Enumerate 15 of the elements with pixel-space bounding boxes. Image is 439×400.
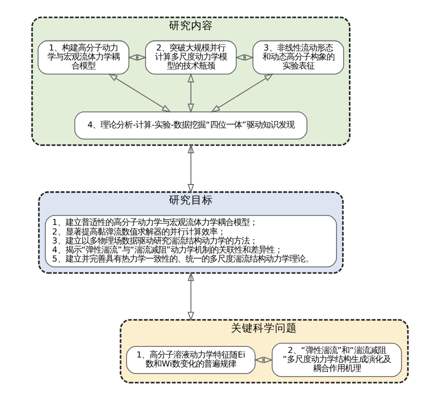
node-box: 1、建立普适性的高分子动力学与宏观流体力学耦合模型； 2、显著提高黏弹流数值求解器的并行计算效率； 3、建立以多物理场数据驱动研究湍流结构动力学的方法； 4、揭示“弹性湍流”与“湍流减阻”动力学机制的关联性和差异性； 5、建立并完善具有热力学一致性的、统一的多尺度湍流结构动力学理论。: [44, 215, 336, 268]
node-box: 4、理论分析-计算-实验-数据挖掘“四位一体”驱动知识发现: [74, 112, 307, 140]
arrow: [127, 54, 146, 61]
arrow: [108, 73, 171, 113]
arrow: [187, 144, 194, 194]
node-box: 1、构建高分子动力学与宏观流体力学耦合模型: [37, 40, 129, 74]
arrow: [187, 272, 194, 322]
node-box: 3、非线性流动形态和动态高分子构象的实验表征: [252, 40, 344, 74]
arrow: [234, 54, 254, 61]
arrow: [187, 72, 194, 114]
arrow: [210, 73, 274, 113]
node-box: 1、高分子溶液动力学特征随Ei数和Wi数变化的普遍规律: [126, 346, 256, 374]
node-box: 2、“弹性湍流”和“湍流减阻”多尺度动力学结构生成演化及耦合作用机理: [271, 342, 402, 377]
arrow: [253, 356, 273, 364]
node-box: 2、突破大规模并行计算多尺度动力学模型的技术瓶颈: [144, 40, 236, 74]
